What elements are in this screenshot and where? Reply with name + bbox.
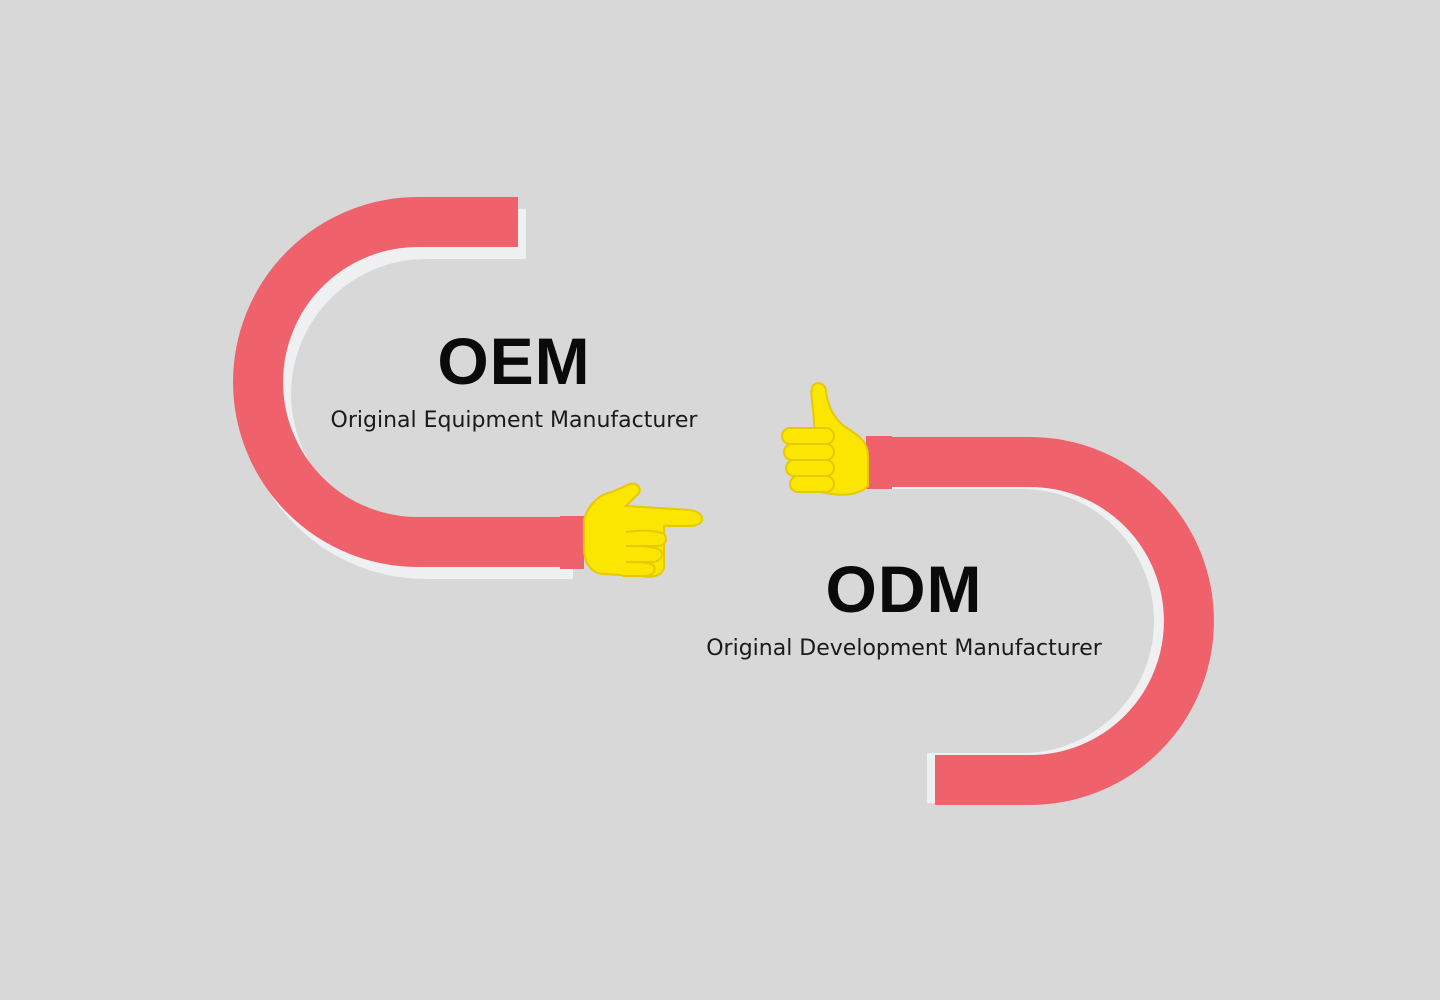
pointing-hand-icon [583,482,703,578]
oem-full-name: Original Equipment Manufacturer [330,408,698,433]
oem-arm [233,197,584,579]
odm-arm-cuff [866,436,892,489]
odm-arm [866,436,1214,805]
oem-acronym: OEM [437,324,591,398]
odm-acronym: ODM [825,552,983,626]
odm-full-name: Original Development Manufacturer [706,636,1102,661]
oem-label-block: OEM Original Equipment Manufacturer [322,328,706,434]
oem-arm-cuff [560,516,584,569]
odm-label-block: ODM Original Development Manufacturer [700,556,1108,662]
thumbs-up-icon [781,382,869,496]
oem-arm-sleeve [233,197,565,567]
odm-arm-sleeve [875,437,1214,805]
